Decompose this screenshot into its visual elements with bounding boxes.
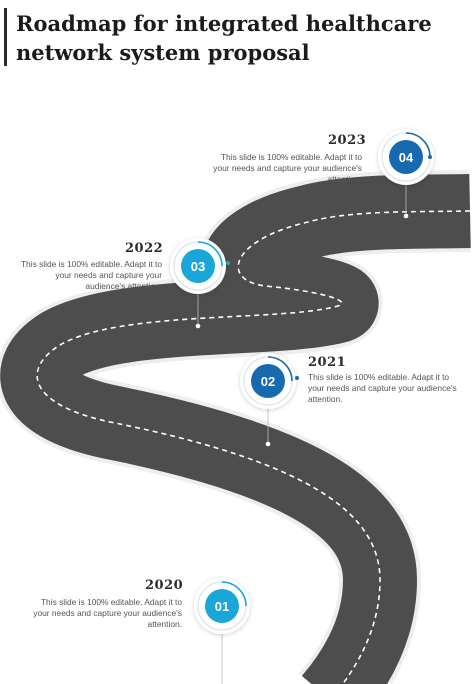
milestone-04: 04 xyxy=(378,129,434,185)
milestone-03-year: 2022 xyxy=(125,241,164,256)
milestone-04-number: 04 xyxy=(399,150,414,165)
page-title: Roadmap for integrated healthcare networ… xyxy=(16,11,432,65)
milestone-02: 02 xyxy=(240,353,299,409)
milestone-01-number: 01 xyxy=(215,599,229,614)
milestone-02-year: 2021 xyxy=(308,355,347,370)
milestone-02-number: 02 xyxy=(261,374,275,389)
milestone-01-year: 2020 xyxy=(145,578,184,593)
milestone-01-description: This slide is 100% editable. Adapt it to… xyxy=(33,597,182,629)
milestone-02-badge xyxy=(251,364,285,398)
milestone-04-description: This slide is 100% editable. Adapt it to… xyxy=(213,152,362,184)
milestone-03-badge xyxy=(181,249,215,283)
milestone-03: 03 xyxy=(170,238,230,294)
connectors xyxy=(195,182,409,684)
milestone-04-year: 2023 xyxy=(328,133,367,148)
title-accent-bar xyxy=(4,8,7,66)
milestone-01-badge xyxy=(205,589,239,623)
milestone-04-badge xyxy=(389,140,423,174)
milestone-03-description: This slide is 100% editable. Adapt it to… xyxy=(20,259,162,291)
milestone-01: 01 xyxy=(194,578,250,634)
milestone-03-number: 03 xyxy=(191,259,205,274)
milestone-02-description: This slide is 100% editable. Adapt it to… xyxy=(308,372,457,404)
road xyxy=(0,170,471,684)
